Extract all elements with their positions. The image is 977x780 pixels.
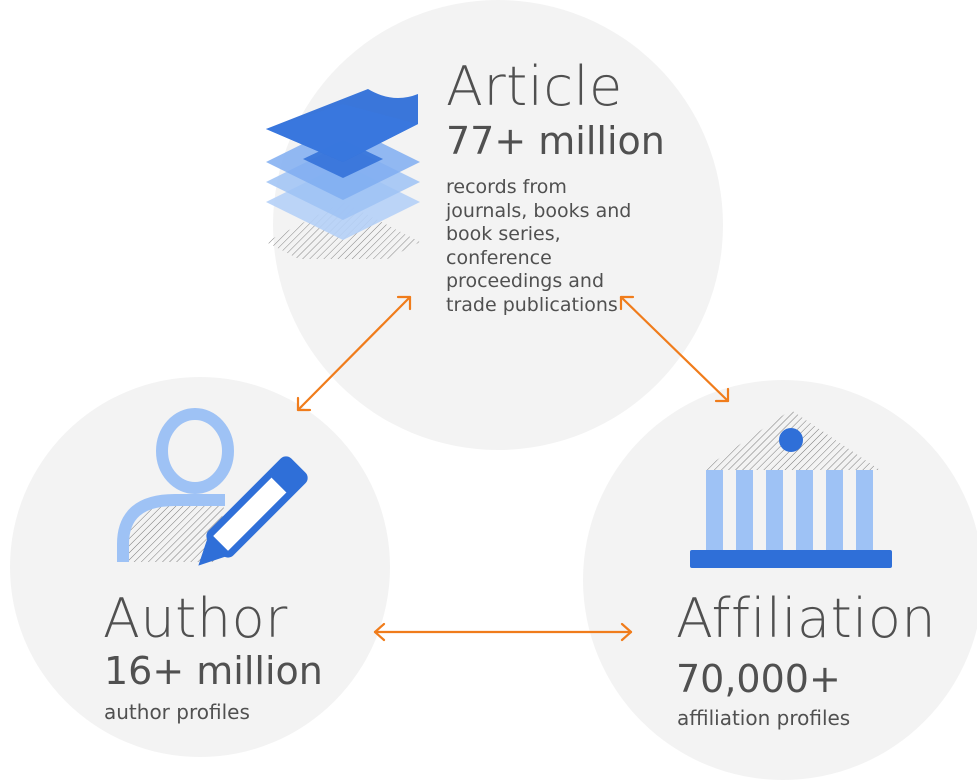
author-circle — [10, 377, 390, 757]
article-description: records from journals, books and book se… — [446, 176, 632, 316]
affiliation-title: Affiliation — [676, 587, 937, 650]
arrow-article-author — [296, 295, 412, 412]
stacked-layers-icon — [266, 89, 420, 259]
author-description: author profiles — [104, 700, 250, 724]
arrow-article-affiliation — [619, 295, 730, 403]
author-title: Author — [103, 587, 288, 650]
arrow-author-affiliation — [373, 622, 633, 642]
article-count: 77+ million — [446, 119, 665, 163]
institution-building-icon — [690, 410, 892, 568]
article-title: Article — [446, 55, 623, 118]
affiliation-count: 70,000+ — [676, 657, 841, 701]
author-count: 16+ million — [104, 649, 323, 693]
affiliation-description: affiliation profiles — [677, 706, 851, 730]
person-with-pencil-icon — [117, 408, 308, 566]
